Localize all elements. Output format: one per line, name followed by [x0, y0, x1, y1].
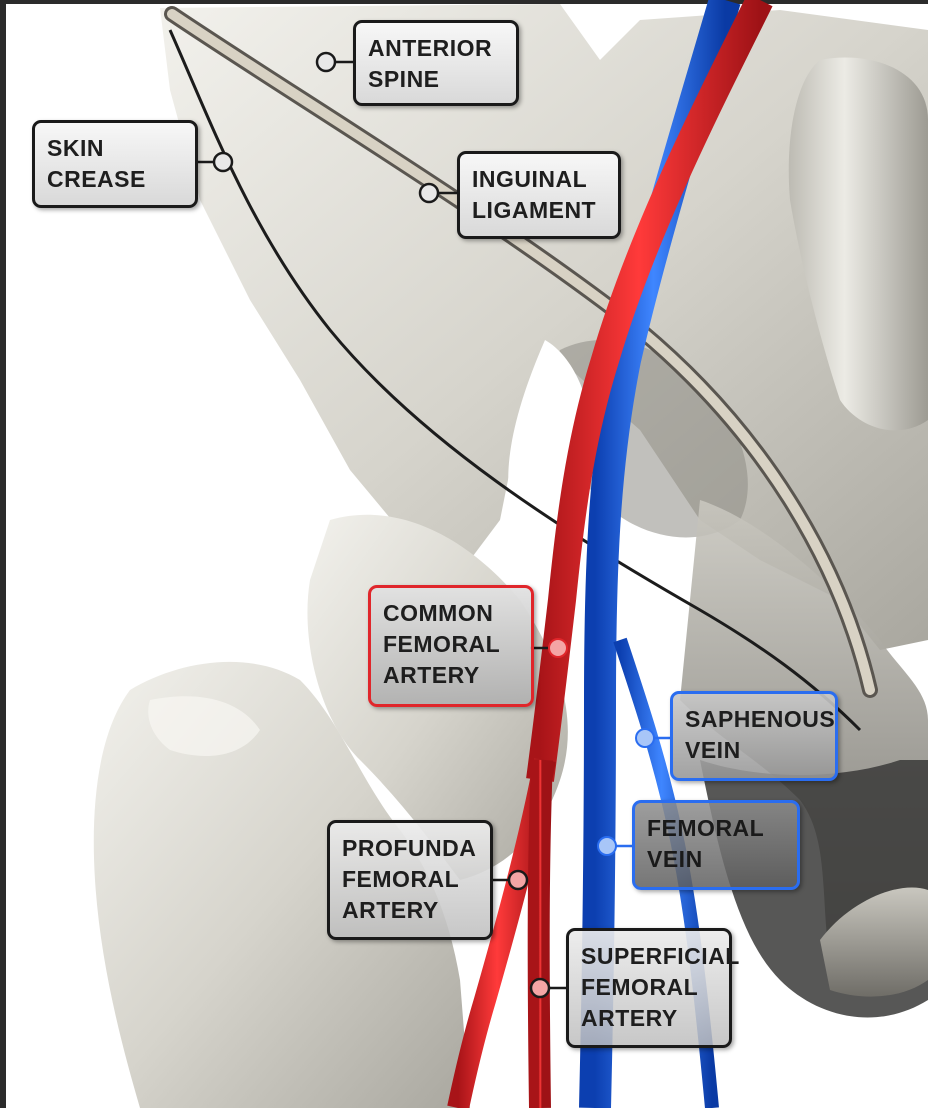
label-femoral-vein: FEMORAL VEIN	[632, 800, 800, 890]
label-inguinal-ligament: INGUINAL LIGAMENT	[457, 151, 621, 239]
label-skin-crease: SKIN CREASE	[32, 120, 198, 208]
dot-common-femoral-artery	[549, 639, 567, 657]
dot-anterior-spine	[317, 53, 335, 71]
label-superficial-femoral-artery: SUPERFICIAL FEMORAL ARTERY	[566, 928, 732, 1048]
dot-inguinal-ligament	[420, 184, 438, 202]
superficial-femoral-artery	[539, 760, 542, 1108]
dot-femoral-vein	[598, 837, 616, 855]
dot-skin-crease	[214, 153, 232, 171]
dot-profunda-femoral-artery	[509, 871, 527, 889]
label-saphenous-vein: SAPHENOUS VEIN	[670, 691, 838, 781]
label-anterior-spine: ANTERIOR SPINE	[353, 20, 519, 106]
label-profunda-femoral-artery: PROFUNDA FEMORAL ARTERY	[327, 820, 493, 940]
dot-saphenous-vein	[636, 729, 654, 747]
dot-superficial-femoral-artery	[531, 979, 549, 997]
label-common-femoral-artery: COMMON FEMORAL ARTERY	[368, 585, 534, 707]
